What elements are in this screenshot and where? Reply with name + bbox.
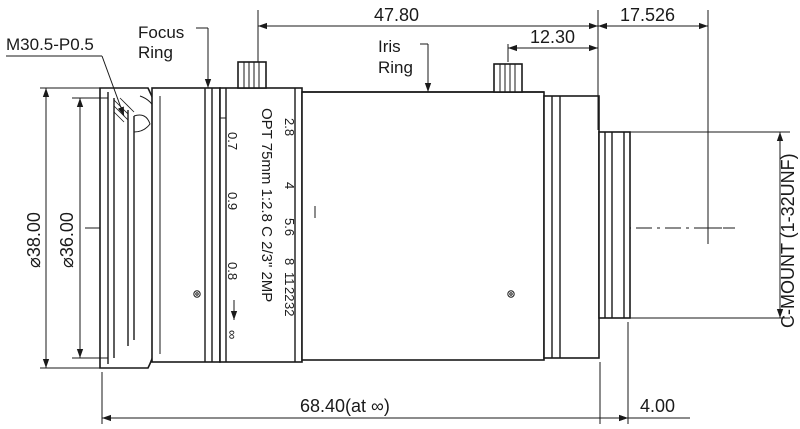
- distance-mark-0: 0.7: [225, 132, 240, 150]
- aperture-mark-3: 8: [282, 258, 297, 265]
- rear-body: [543, 95, 600, 359]
- dim-c-mount: C-MOUNT (1-32UNF): [630, 131, 798, 328]
- dim-overall-top: 47.80: [257, 5, 599, 130]
- distance-mark-3: ∞: [225, 330, 240, 339]
- front-thread-section: [99, 87, 157, 369]
- focus-ring-label-2: Ring: [138, 43, 173, 62]
- dim-mount-right: 17.526: [598, 5, 709, 212]
- dim-mount-right-value: 17.526: [620, 5, 675, 25]
- focus-ring-callout: Focus Ring: [138, 23, 212, 88]
- aperture-mark-5: 22: [282, 287, 297, 301]
- distance-mark-2: 0.8: [225, 262, 240, 280]
- dim-screw-offset-value: 12.30: [530, 27, 575, 47]
- dim-diameter-inner: ⌀36.00: [57, 97, 108, 359]
- filter-thread-label: M30.5-P0.5: [6, 35, 94, 54]
- dim-diameter-inner-value: ⌀36.00: [57, 212, 77, 268]
- image-plane-crosshair: [694, 212, 722, 244]
- dim-flange-bottom-value: 4.00: [640, 396, 675, 416]
- iris-ring-label-1: Iris: [378, 37, 401, 56]
- iris-ring-label-2: Ring: [378, 58, 413, 77]
- lens-markings: OPT 75mm 1:2.8 C 2/3" 2MP 0.7 0.9 0.8 ∞ …: [225, 108, 297, 339]
- dim-flange-bottom: 4.00: [599, 362, 690, 424]
- focus-ring: [151, 87, 221, 363]
- dim-diameter-outer: ⌀38.00: [24, 87, 100, 369]
- iris-ring-callout: Iris Ring: [378, 37, 432, 92]
- dim-screw-offset: 12.30: [507, 27, 598, 62]
- aperture-mark-6: 32: [282, 302, 297, 316]
- aperture-mark-4: 11: [282, 272, 297, 286]
- c-mount-label: C-MOUNT (1-32UNF): [778, 153, 798, 328]
- iris-lock-screw: [493, 63, 523, 93]
- dim-overall-top-value: 47.80: [374, 5, 419, 25]
- aperture-mark-1: 4: [282, 182, 297, 189]
- iris-ring-body: [301, 91, 545, 361]
- dim-length-bottom-value: 68.40(at ∞): [300, 396, 390, 416]
- c-mount-thread: [598, 131, 631, 319]
- distance-mark-1: 0.9: [225, 192, 240, 210]
- dim-diameter-outer-value: ⌀38.00: [24, 212, 44, 268]
- dim-length-bottom: 68.40(at ∞): [101, 322, 629, 424]
- filter-thread-callout: M30.5-P0.5: [6, 35, 125, 117]
- lens-model-text: OPT 75mm 1:2.8 C 2/3" 2MP: [258, 108, 275, 302]
- aperture-mark-0: 2.8: [282, 118, 297, 136]
- aperture-mark-2: 5.6: [282, 218, 297, 236]
- focus-lock-screw: [237, 61, 267, 89]
- focus-ring-label-1: Focus: [138, 23, 184, 42]
